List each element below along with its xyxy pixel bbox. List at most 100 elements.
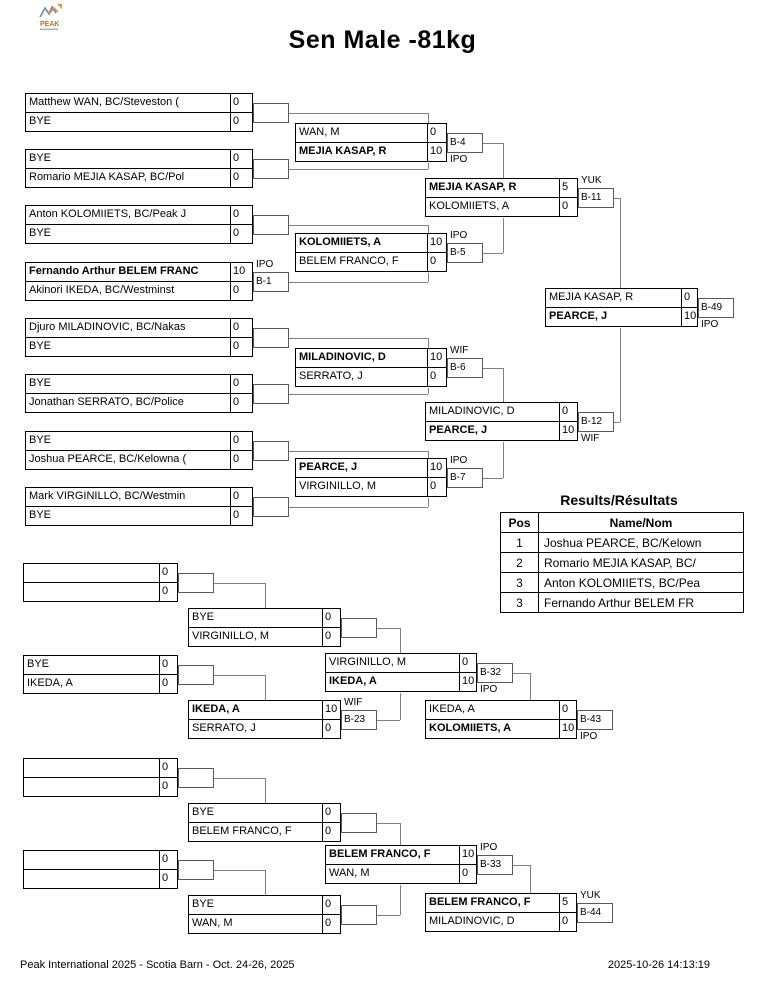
bracket-line bbox=[483, 478, 503, 479]
score-cell: 0 bbox=[159, 656, 177, 674]
competitor-name: BYE bbox=[29, 340, 52, 352]
competitor-row: BYE 0 bbox=[25, 431, 253, 451]
bracket-line bbox=[614, 422, 620, 423]
competitor-name: IKEDA, A bbox=[192, 703, 240, 715]
score-cell: 0 bbox=[230, 432, 252, 450]
competitor-name bbox=[24, 583, 159, 601]
competitor-name: BELEM FRANCO, F bbox=[329, 848, 431, 860]
bracket-line bbox=[265, 870, 266, 895]
results-header-row: Pos Name/Nom bbox=[500, 512, 744, 533]
bracket-line bbox=[400, 693, 401, 720]
bracket-line bbox=[503, 368, 504, 402]
peak-logo: PEAK bbox=[38, 3, 64, 38]
score-cell: 0 bbox=[230, 394, 252, 412]
bracket-line bbox=[513, 865, 530, 866]
score-cell: 0 bbox=[322, 896, 340, 914]
competitor-name: Joshua PEARCE, BC/Kelowna ( bbox=[29, 453, 187, 465]
competitor-row: Matthew WAN, BC/Steveston (0 bbox=[25, 93, 253, 113]
results-row: 3 Anton KOLOMIIETS, BC/Pea bbox=[500, 572, 744, 593]
bracket-line bbox=[377, 628, 400, 629]
bracket-line bbox=[289, 451, 428, 452]
competitor-name: Djuro MILADINOVIC, BC/Nakas bbox=[29, 321, 186, 333]
competitor-name: BYE bbox=[192, 898, 215, 910]
competitor-name: KOLOMIIETS, A bbox=[429, 200, 510, 212]
score-cell: 10 bbox=[681, 308, 697, 326]
connector-box bbox=[178, 573, 214, 593]
competitor-name: BYE bbox=[29, 434, 52, 446]
bracket-line bbox=[214, 778, 265, 779]
bracket-line bbox=[265, 583, 266, 608]
connector-box bbox=[341, 813, 377, 833]
score-type-label: IPO bbox=[450, 154, 468, 165]
match-number-box-b-1: B-1 bbox=[253, 272, 289, 292]
score-type-label: IPO bbox=[701, 319, 719, 330]
score-cell: 0 bbox=[322, 609, 340, 627]
competitor-name: Anton KOLOMIIETS, BC/Peak J bbox=[29, 208, 187, 220]
mountain-logo-icon: PEAK bbox=[39, 4, 62, 31]
score-type-label: YUK bbox=[580, 890, 601, 901]
competitor-name: BYE bbox=[29, 227, 52, 239]
match-number-box-b-43: B-43 bbox=[577, 710, 613, 730]
bracket-line bbox=[428, 498, 429, 507]
score-cell: 0 bbox=[159, 851, 177, 869]
bracket-line bbox=[289, 169, 428, 170]
bracket-line bbox=[265, 778, 266, 803]
score-cell: 0 bbox=[230, 488, 252, 506]
score-type-label: YUK bbox=[581, 175, 602, 186]
competitor-name bbox=[24, 759, 159, 777]
competitor-name: PEARCE, J bbox=[549, 310, 608, 322]
bracket-line bbox=[620, 198, 621, 288]
competitor-name bbox=[24, 870, 159, 888]
score-cell: 0 bbox=[459, 654, 476, 672]
competitor-row: 0 bbox=[23, 869, 178, 889]
connector-box bbox=[253, 103, 289, 123]
bracket-line bbox=[530, 673, 531, 700]
score-cell: 0 bbox=[230, 451, 252, 469]
bracket-line bbox=[503, 143, 504, 178]
results-table: Pos Name/Nom 1 Joshua PEARCE, BC/Kelown … bbox=[500, 512, 744, 613]
connector-box bbox=[253, 497, 289, 517]
match-number-box-b-33: B-33 bbox=[477, 855, 513, 875]
bracket-line bbox=[214, 675, 265, 676]
score-cell: 0 bbox=[322, 628, 340, 646]
score-cell: 0 bbox=[322, 915, 340, 933]
competitor-name: BELEM FRANCO, F bbox=[299, 255, 399, 267]
competitor-row: PEARCE, J 10 bbox=[545, 307, 698, 327]
bracket-line bbox=[483, 143, 503, 144]
score-cell: 0 bbox=[159, 564, 177, 582]
result-pos: 1 bbox=[500, 532, 539, 553]
bracket-line bbox=[265, 675, 266, 700]
score-cell: 0 bbox=[230, 169, 252, 187]
score-cell: 0 bbox=[230, 113, 252, 131]
score-cell: 0 bbox=[230, 225, 252, 243]
score-cell: 5 bbox=[559, 894, 576, 912]
score-cell: 0 bbox=[159, 675, 177, 693]
